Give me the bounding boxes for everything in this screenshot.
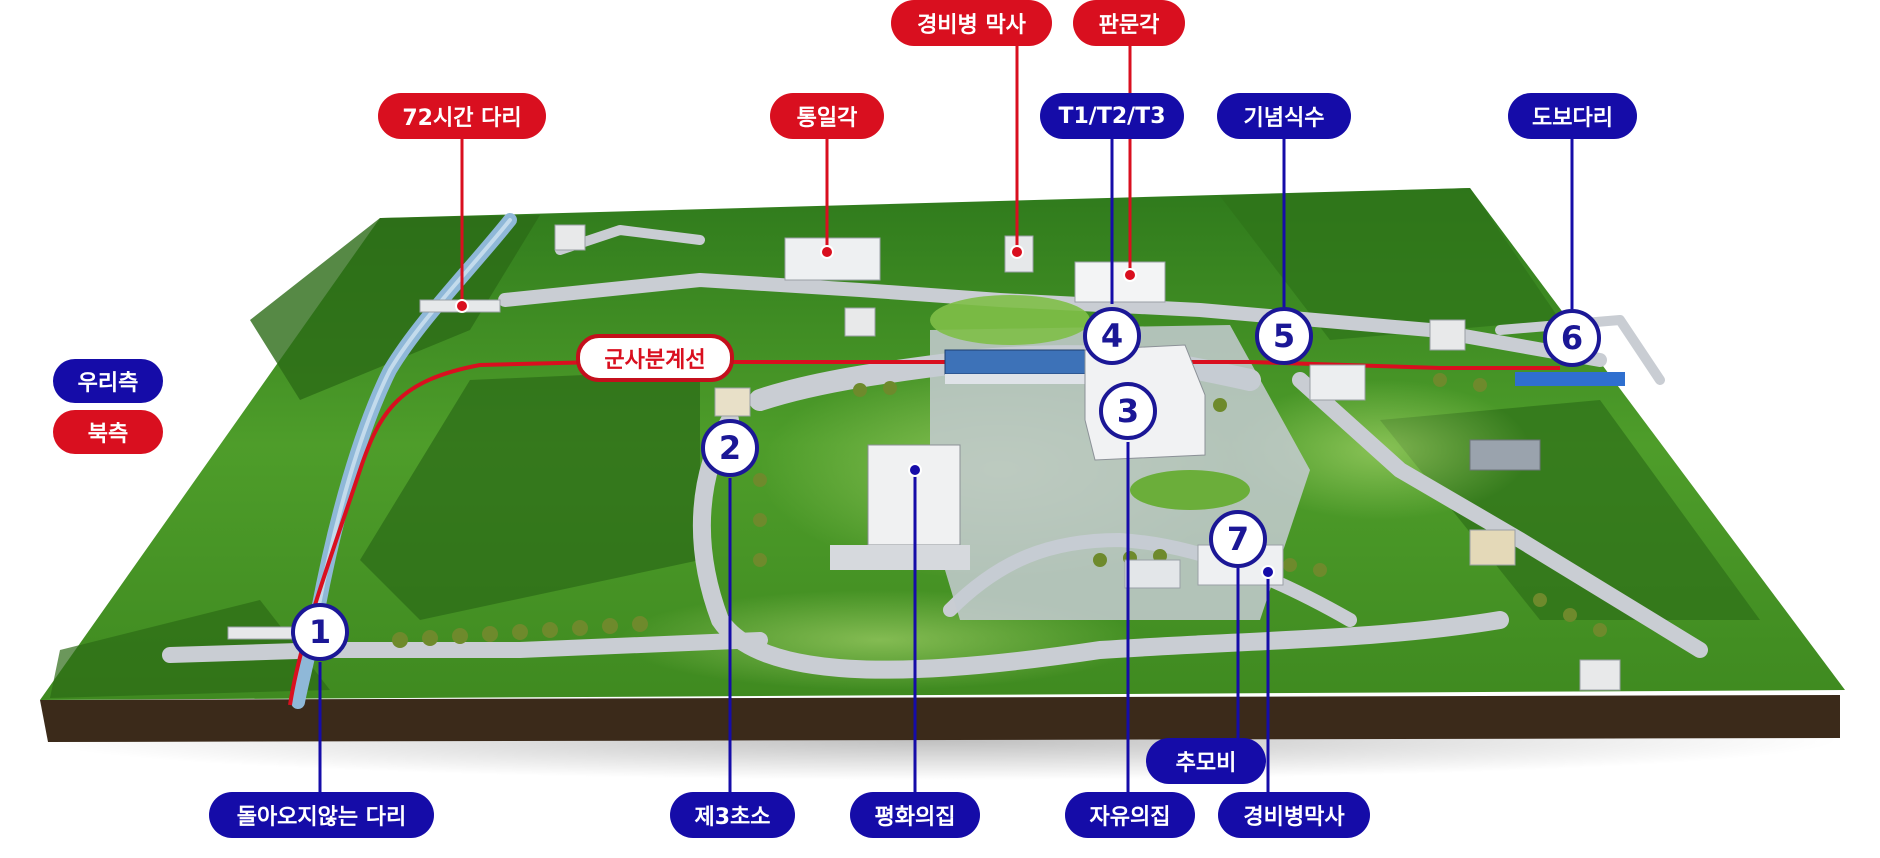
- footbridge-structure: [1515, 372, 1625, 386]
- label-72-hour-bridge[interactable]: 72시간 다리: [378, 93, 546, 139]
- label-memorial-tree[interactable]: 기념식수: [1217, 93, 1351, 139]
- marker-4-t1-t2-t3[interactable]: 4: [1083, 307, 1141, 365]
- anchor-dot-south-barracks: [1261, 565, 1275, 579]
- model-base: [40, 695, 1840, 742]
- label-military-demarcation-line[interactable]: 군사분계선: [576, 334, 734, 382]
- conference-huts-front: [945, 374, 1135, 384]
- memorial-tree-building: [1309, 364, 1366, 401]
- unification-pavilion-building: [784, 237, 881, 281]
- marker-3-freedom-house[interactable]: 3: [1099, 382, 1157, 440]
- anchor-dot-north-barracks: [1010, 245, 1024, 259]
- legend-our-side: 우리측: [53, 359, 163, 403]
- label-panmungak[interactable]: 판문각: [1073, 0, 1185, 46]
- plaza-lawn: [930, 295, 1090, 345]
- label-freedom-house[interactable]: 자유의집: [1065, 792, 1195, 838]
- label-third-checkpoint[interactable]: 제3초소: [670, 792, 795, 838]
- marker-7-memorial-monument[interactable]: 7: [1209, 510, 1267, 568]
- marker-6-footbridge[interactable]: 6: [1543, 309, 1601, 367]
- peace-house-base: [830, 545, 970, 570]
- label-footbridge[interactable]: 도보다리: [1508, 93, 1637, 139]
- label-bridge-of-no-return[interactable]: 돌아오지않는 다리: [209, 792, 434, 838]
- label-north-guard-barracks[interactable]: 경비병 막사: [891, 0, 1052, 46]
- panmungak-building: [1074, 261, 1166, 303]
- memorial-monument-building: [1124, 559, 1181, 589]
- marker-5-memorial-tree[interactable]: 5: [1255, 307, 1313, 365]
- label-t1-t2-t3[interactable]: T1/T2/T3: [1040, 93, 1184, 139]
- garden-circle: [1130, 470, 1250, 510]
- anchor-dot-72h-bridge: [455, 299, 469, 313]
- label-peace-house[interactable]: 평화의집: [850, 792, 980, 838]
- legend-north-side: 북측: [53, 410, 163, 454]
- anchor-dots: [455, 245, 1275, 579]
- label-south-guard-barracks[interactable]: 경비병막사: [1218, 792, 1370, 838]
- forest-patch: [1220, 188, 1560, 340]
- label-unification-pavilion[interactable]: 통일각: [770, 93, 884, 139]
- marker-1-bridge-of-no-return[interactable]: 1: [291, 603, 349, 661]
- leader-lines: [318, 38, 1574, 798]
- stream-highlight: [316, 218, 512, 612]
- anchor-dot-unification-pavilion: [820, 245, 834, 259]
- third-checkpoint-building: [714, 387, 751, 417]
- anchor-dot-panmungak: [1123, 268, 1137, 282]
- label-memorial-monument[interactable]: 추모비: [1146, 738, 1266, 784]
- anchor-dot-peace-house: [908, 463, 922, 477]
- marker-2-third-checkpoint[interactable]: 2: [701, 419, 759, 477]
- forest-patch: [360, 370, 700, 620]
